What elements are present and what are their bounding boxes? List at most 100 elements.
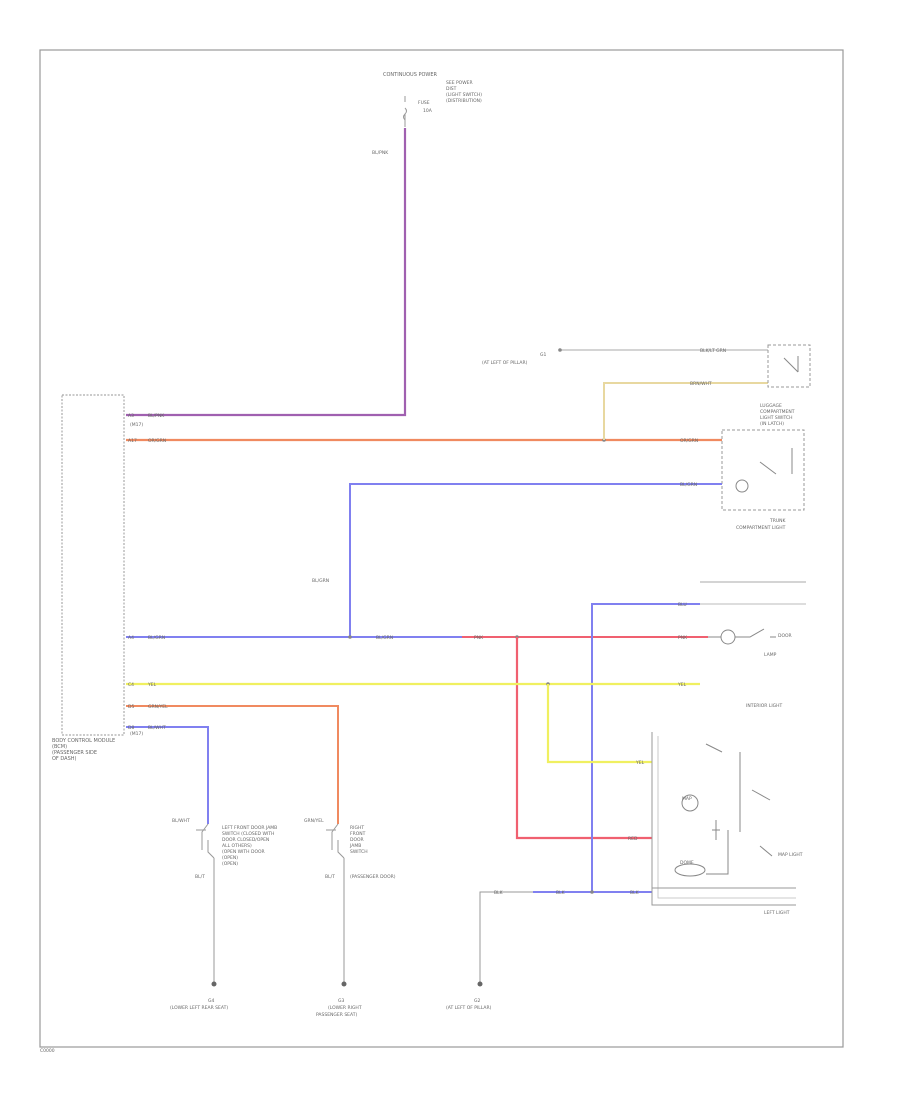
wire-blue-vertical [349, 483, 722, 637]
wire-yellow-down [546, 684, 652, 764]
svg-text:DOOR: DOOR [350, 837, 364, 843]
ground-g4-icon [211, 981, 217, 987]
svg-text:SWITCH (CLOSED WITH: SWITCH (CLOSED WITH [222, 831, 274, 837]
bcm-pin-c4-wire: YEL [147, 682, 157, 688]
map-light-unit-box-inner [657, 736, 796, 899]
wire-orange-grn-yel [126, 705, 339, 824]
svg-text:(OPEN): (OPEN) [222, 855, 238, 861]
svg-text:(PASSENGER SIDE: (PASSENGER SIDE [52, 750, 97, 756]
fuse-amp: 10A [423, 108, 433, 114]
right-door-switch-icon[interactable] [326, 823, 345, 859]
svg-text:ALL OTHERS): ALL OTHERS) [222, 843, 252, 849]
map-light-unit-box[interactable] [651, 732, 796, 906]
bcm-box[interactable] [61, 394, 125, 736]
wire-label-blue-vertical: BL/GRN [312, 578, 329, 584]
wire-label-lower-mid: BLK [556, 890, 566, 896]
trunk-light-label: TRUNK COMPARTMENT LIGHT [736, 518, 787, 531]
ground-top-label: (AT LEFT OF PILLAR) [482, 360, 528, 366]
bcm-pin-a3-wire: BL/PNK [148, 413, 165, 419]
wire-label-left-switch: BL/WHT [172, 818, 190, 824]
bcm-label: BODY CONTROL MODULE (BCM) (PASSENGER SID… [52, 738, 115, 762]
bcm-pin-d8-wire: BL/WHT [148, 725, 166, 731]
svg-text:FRONT: FRONT [350, 831, 366, 837]
svg-text:LIGHT SWITCH: LIGHT SWITCH [760, 415, 793, 421]
ground-g2-label: (AT LEFT OF PILLAR) [446, 1005, 492, 1011]
splice-gray-top [558, 348, 562, 352]
svg-text:(LIGHT SWITCH): (LIGHT SWITCH) [446, 92, 482, 98]
ground-g3-icon [341, 981, 347, 987]
wire-label-blue-right: BL/GRN [680, 482, 697, 488]
dome-bulb-icon [674, 863, 706, 877]
bcm-pin-a17-wire: OR/GRN [148, 438, 166, 444]
svg-text:OF DASH): OF DASH) [52, 756, 77, 762]
bcm-pin-a17: A17 [128, 438, 137, 444]
page-number: C0000 [40, 1048, 55, 1054]
bcm-pin-d5: D5 [128, 704, 134, 710]
ground-top-id: G1 [540, 352, 546, 358]
interior-light-label: INTERIOR LIGHT [746, 703, 783, 709]
bcm-pin-d8-note: (M17) [130, 731, 143, 737]
ground-g3-id: G3 [338, 998, 344, 1004]
wire-label-red-right: PNK [678, 635, 688, 641]
wire-label-blue-mid: BL/GRN [376, 635, 393, 641]
svg-text:(IN LATCH): (IN LATCH) [760, 421, 784, 427]
svg-text:DIST: DIST [446, 86, 457, 92]
svg-text:CONTINUOUS POWER: CONTINUOUS POWER [383, 72, 438, 78]
ground-g3-label: (LOWER RIGHT PASSENGER SEAT) [316, 1005, 362, 1018]
wire-label-lower-left: BLK [494, 890, 504, 896]
svg-text:SWITCH: SWITCH [350, 849, 368, 855]
svg-text:(OPEN WITH DOOR: (OPEN WITH DOOR [222, 849, 265, 855]
wire-label-yellow-lower: YEL [635, 760, 645, 766]
svg-text:LUGGAGE: LUGGAGE [760, 403, 782, 409]
wire-tan-brn-wht [603, 382, 768, 440]
trunk-light-bulb-icon [735, 479, 749, 493]
splice-lower-blue [590, 890, 594, 894]
door-switch-label: DOOR [778, 633, 792, 639]
wire-label-red-mid: PNK [474, 635, 484, 641]
svg-text:(OPEN): (OPEN) [222, 861, 238, 867]
svg-text:DOOR CLOSED/OPEN: DOOR CLOSED/OPEN [222, 837, 269, 843]
right-door-switch-label: RIGHT FRONT DOOR JAMB SWITCH (PASSENGER … [349, 825, 396, 880]
bcm-pin-d8: D8 [128, 725, 134, 731]
fuse-label: FUSE [418, 100, 430, 106]
power-source-label: CONTINUOUS POWER SEE POWER DIST (LIGHT S… [383, 72, 482, 104]
svg-text:SEE POWER: SEE POWER [446, 80, 473, 86]
wire-label-lower-right: BLK [630, 890, 640, 896]
bcm-pin-a4: A4 [128, 635, 134, 641]
map-bulb-label: MAP [682, 796, 692, 802]
map-unit-bottom-label: LEFT LIGHT [764, 910, 790, 916]
svg-text:TRUNK: TRUNK [769, 518, 787, 524]
splice-blue [348, 635, 352, 639]
svg-text:(LOWER RIGHT: (LOWER RIGHT [328, 1005, 362, 1011]
door-switch-contact [735, 628, 776, 638]
wire-blue-top-right [591, 603, 700, 892]
wire-label-blue-top-right: BLU [678, 602, 687, 608]
lamp-bulb-icon [720, 629, 736, 645]
wire-pink-bl-pnk [126, 128, 407, 417]
svg-text:JAMB: JAMB [349, 843, 361, 849]
trunk-light-box[interactable] [721, 429, 805, 511]
right-door-switch-pin: BL/T [325, 874, 335, 880]
luggage-switch-contact [783, 356, 799, 373]
map-unit-side-label: MAP LIGHT [778, 852, 803, 858]
wire-label-tan: BRN/WHT [690, 381, 712, 387]
wire-label-mid-switch: GRN/YEL [304, 818, 324, 824]
luggage-switch-label: LUGGAGE COMPARTMENT LIGHT SWITCH (IN LAT… [760, 403, 795, 427]
diagram-frame [39, 49, 844, 1048]
svg-text:LEFT FRONT DOOR JAMB: LEFT FRONT DOOR JAMB [222, 825, 277, 831]
dome-bulb-label: DOME [680, 860, 694, 866]
svg-text:BODY CONTROL MODULE: BODY CONTROL MODULE [52, 738, 115, 744]
left-door-switch-icon[interactable] [196, 823, 215, 859]
wire-label-red-lower: RED [628, 836, 638, 842]
svg-text:COMPARTMENT LIGHT: COMPARTMENT LIGHT [736, 525, 786, 531]
trunk-light-switch [759, 448, 793, 475]
wire-label-pink-vertical: BL/PNK [372, 150, 389, 156]
luggage-switch-box[interactable] [767, 344, 811, 388]
lamp-label: LAMP [764, 652, 777, 658]
wire-label-yellow-right: YEL [677, 682, 687, 688]
bcm-pin-c4: C4 [128, 682, 134, 688]
ground-g2-id: G2 [474, 998, 480, 1004]
wire-label-gray-top: BLK/LT GRN [700, 348, 726, 354]
svg-text:RIGHT: RIGHT [350, 825, 364, 831]
